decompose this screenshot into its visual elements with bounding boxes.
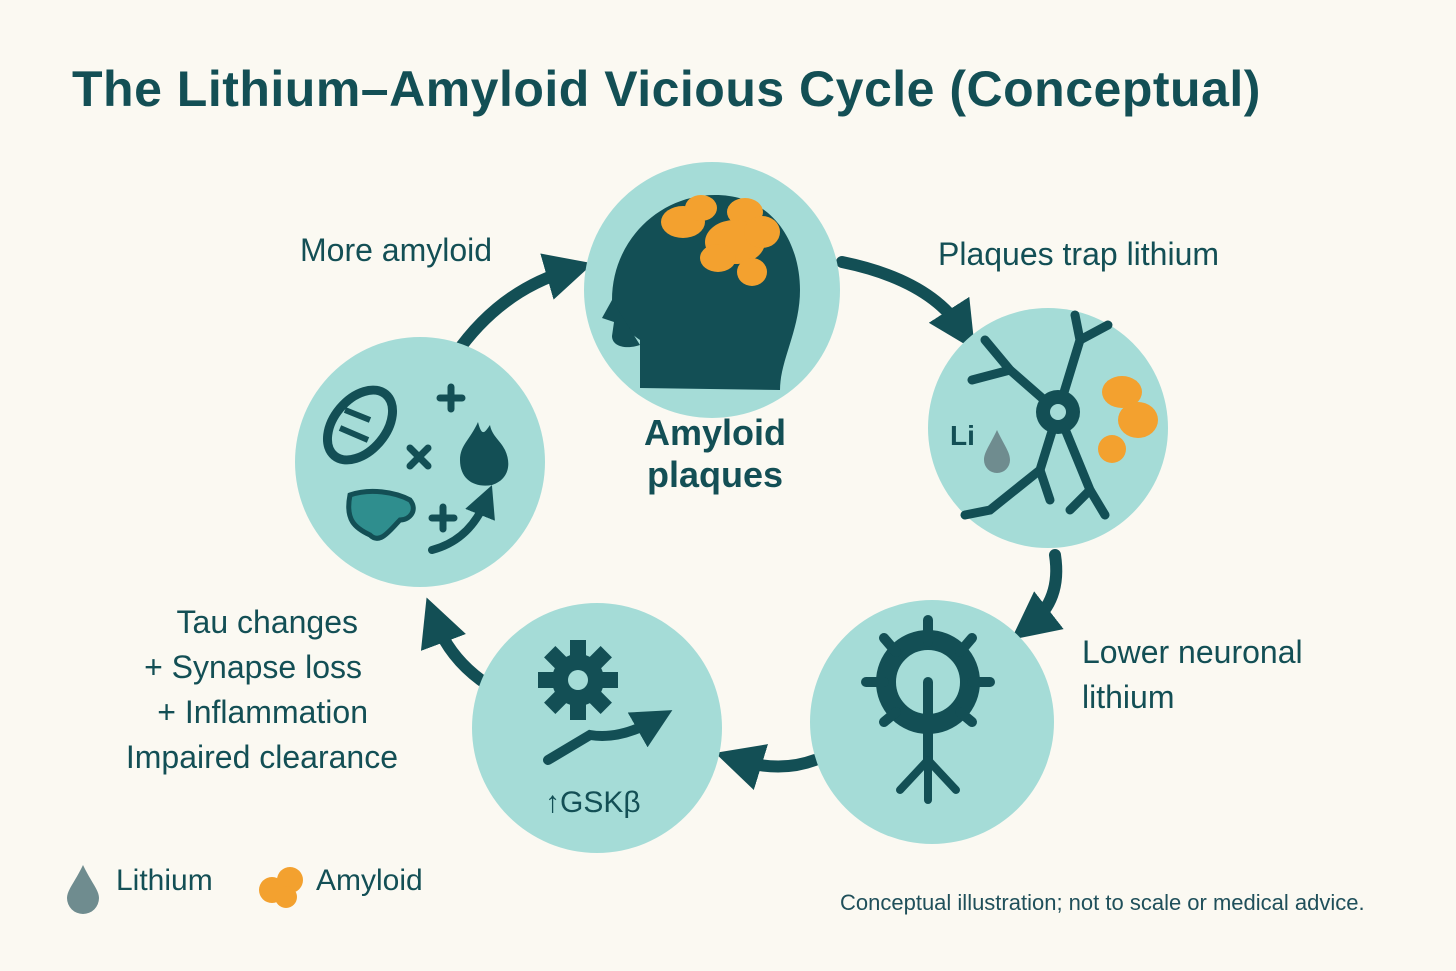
cycle-arrows [420,253,1064,791]
legend-amyloid: Amyloid [316,864,423,897]
arrow-lower-to-gsk [715,744,821,791]
gear-trend-icon [538,640,673,765]
node-amyloid-plaques [584,162,840,418]
arrow-gsk-to-effects [420,597,494,691]
lower-neuronal-lithium-label: Lower neuronal lithium [1082,634,1303,715]
amyloid-plaques-label: Amyloid plaques [643,412,786,495]
node-effects [295,337,545,587]
plaques-trap-lithium-label: Plaques trap lithium [938,236,1220,272]
node-lower-neuronal-lithium [810,600,1054,844]
neuron-icon [861,615,995,804]
arrow-plaques-to-trap [836,256,975,351]
head-with-plaques-icon [602,195,800,390]
mitochondria-inflammation-icon [322,383,509,554]
lithium-drop-icon [67,865,99,914]
lithium-drop-icon [984,430,1010,473]
footnote: Conceptual illustration; not to scale or… [840,890,1365,915]
effects-label: Tau changes + Synapse loss + Inflammatio… [125,604,398,775]
amyloid-legend-icon [259,867,303,908]
node-gsk: ↑GSKβ [472,603,722,853]
gsk-label: ↑GSKβ [545,786,641,819]
page-title: The Lithium–Amyloid Vicious Cycle (Conce… [72,61,1261,117]
arrow-trap-to-lower [1011,549,1064,640]
more-amyloid-label: More amyloid [300,232,493,268]
li-symbol: Li [950,420,975,451]
arrow-effects-to-plaques [449,253,594,361]
neuron-with-plaques-icon [960,310,1113,520]
node-plaques-trap-lithium: Li [928,308,1168,548]
legend-lithium: Lithium [116,864,213,897]
